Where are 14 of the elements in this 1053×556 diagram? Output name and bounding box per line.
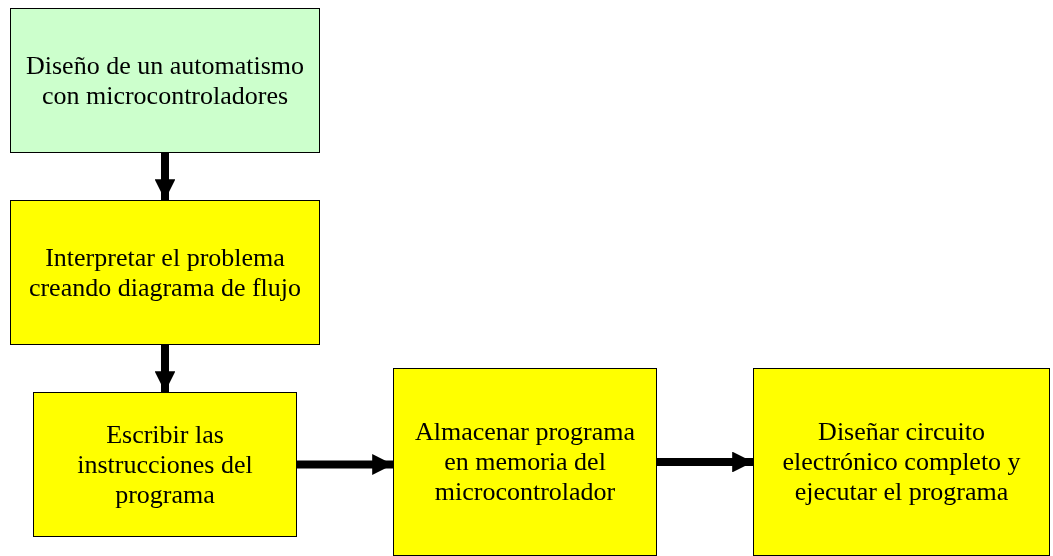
arrow [154,345,176,392]
arrow [657,451,753,473]
process-box [33,392,297,537]
process-box [10,8,320,153]
box-text: Diseño de un automatismo con microcontroladores [25,50,305,111]
box-text: Almacenar programa en memoria del microcontrolador [413,417,637,507]
box-text: Escribir las instrucciones del programa [76,419,254,510]
process-box [393,368,657,556]
box-text: Interpretar el problema creando diagrama de flujo [27,242,303,303]
arrow [297,454,393,475]
arrow [154,153,176,200]
box-text: Diseñar circuito electrónico completo y ejecutar el programa [781,417,1022,507]
process-box [753,368,1050,556]
process-box [10,200,320,345]
